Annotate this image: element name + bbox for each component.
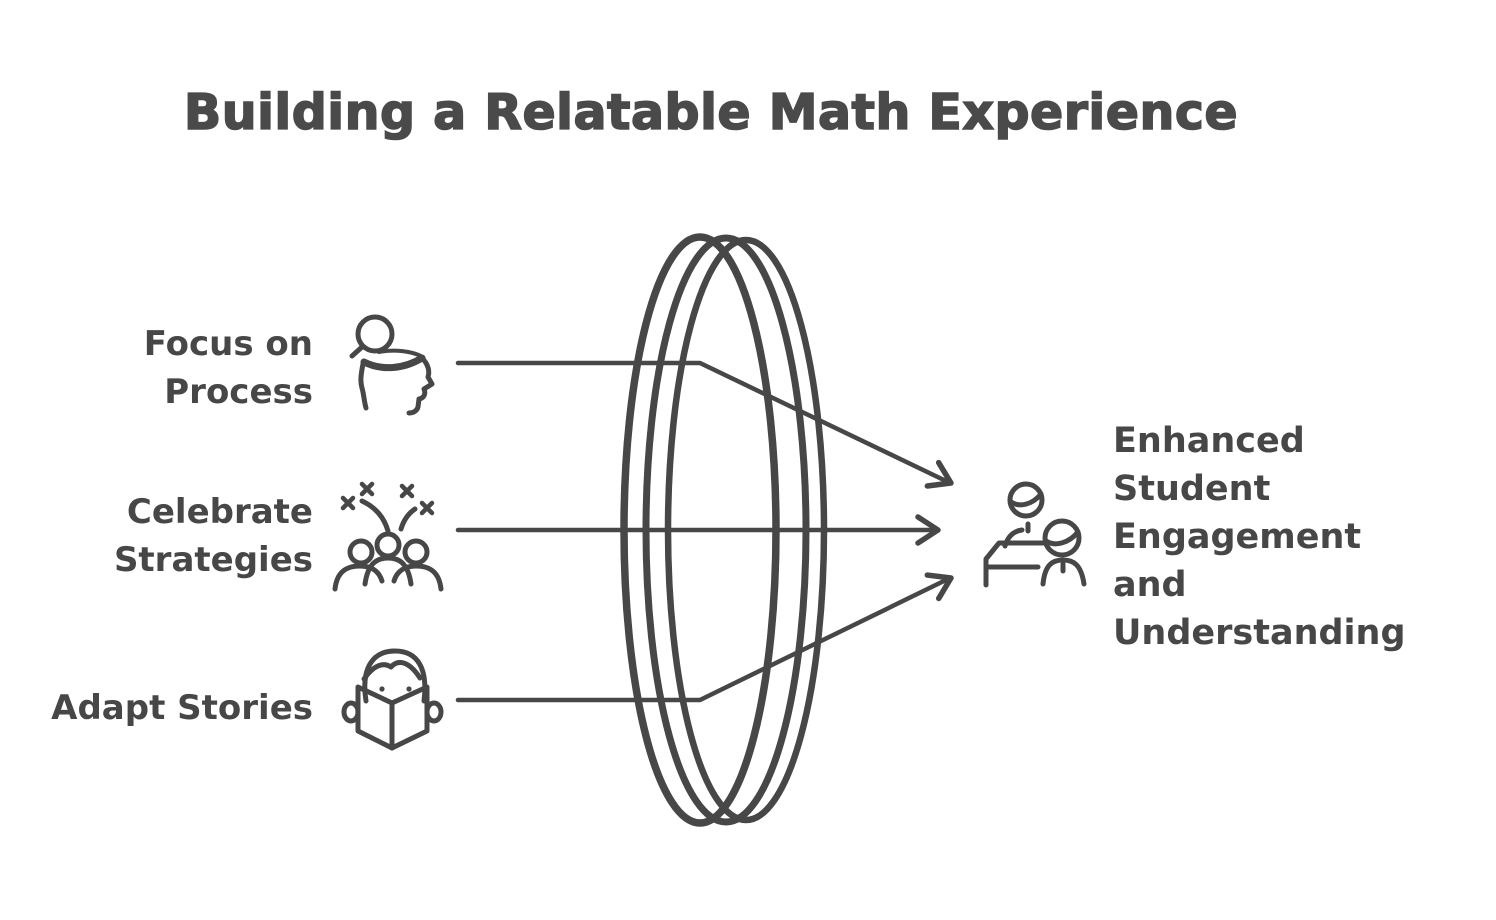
output-label-enhanced-engagement: Enhanced Student Engagement and Understa… (1113, 421, 1406, 653)
ray-adapt-stories (455, 572, 954, 703)
input-label-celebrate-strategies: Celebrate Strategies (113, 492, 313, 580)
diagram-title: Building a Relatable Math Experience (183, 83, 1239, 142)
arrowhead-icon (924, 459, 954, 489)
head-magnifier-icon (349, 314, 435, 416)
reading-book-icon (341, 648, 444, 751)
input-label-adapt-stories: Adapt Stories (51, 688, 313, 728)
arrowhead-icon (924, 572, 954, 602)
students-at-desk-icon (983, 481, 1087, 588)
celebration-crowd-icon (332, 481, 444, 592)
arrowhead-icon (915, 514, 941, 546)
ray-celebrate-strategies (455, 514, 941, 546)
input-label-focus-on-process: Focus on Process (143, 324, 313, 412)
ray-focus-on-process (455, 360, 954, 489)
confetti-x-marks (340, 481, 435, 516)
